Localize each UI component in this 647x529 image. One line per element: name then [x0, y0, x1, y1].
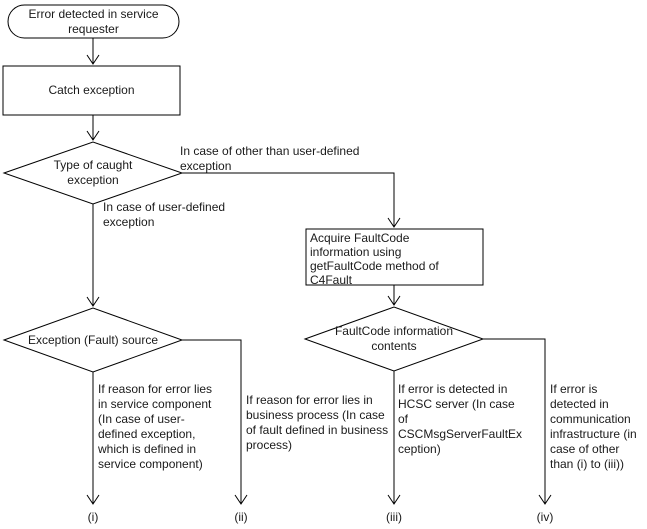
catch-exception-label: Catch exception — [48, 83, 135, 97]
edge-label-user-defined: In case of user-defined exception — [103, 200, 226, 229]
fault-source-decision-label: Exception (Fault) source — [27, 332, 159, 347]
edge-label-other-than-user-defined: In case of other than user-defined excep… — [180, 144, 360, 173]
connector-branch-ii — [182, 339, 248, 505]
type-decision-label: Type of caught exception — [53, 158, 133, 187]
outcome-ii: (ii) — [234, 510, 248, 524]
branch-label-hcsc-server: If error is detected in HCSC server (In … — [398, 382, 523, 456]
connector-branch-iv — [483, 338, 552, 505]
faultcode-decision-label: FaultCode information contents — [334, 324, 454, 353]
branch-label-communication-infrastructure: If error is detected in communication in… — [550, 382, 637, 471]
start-terminator-label: Error detected in service requester — [28, 6, 159, 36]
connector-type-decision-to-acquire — [182, 172, 401, 228]
outcome-i: (i) — [87, 510, 99, 524]
outcome-iii: (iii) — [386, 510, 402, 524]
outcome-iv: (iv) — [536, 510, 554, 524]
branch-label-business-process: If reason for error lies in business pro… — [246, 393, 389, 452]
acquire-faultcode-label: Acquire FaultCode information using getF… — [310, 231, 439, 287]
catch-exception-box-shape — [2, 65, 181, 116]
branch-label-service-component: If reason for error lies in service comp… — [98, 382, 213, 471]
